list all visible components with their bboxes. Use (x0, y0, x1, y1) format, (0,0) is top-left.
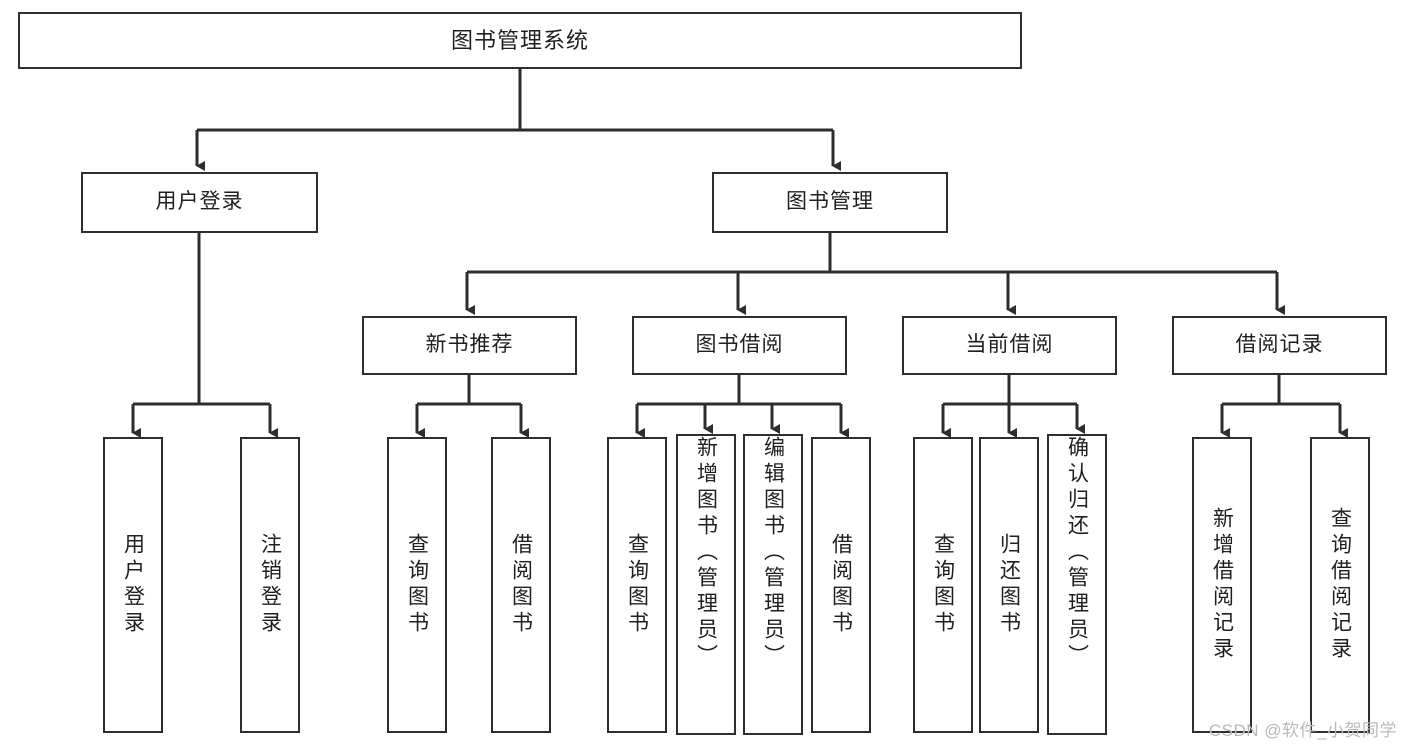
node-leaf-borrow-book-2[interactable]: 借阅图书 (811, 437, 871, 733)
node-user-login[interactable]: 用户登录 (81, 172, 318, 233)
node-leaf-borrow-book-1[interactable]: 借阅图书 (491, 437, 551, 733)
node-borrow-record-label: 借阅记录 (1235, 333, 1324, 357)
node-leaf-query-book-1[interactable]: 查询图书 (387, 437, 447, 733)
node-leaf-borrow-book-1-label: 借阅图书 (509, 533, 533, 637)
node-user-login-label: 用户登录 (155, 190, 244, 214)
node-leaf-add-record[interactable]: 新增借阅记录 (1192, 437, 1252, 733)
node-leaf-logout-label: 注销登录 (258, 533, 282, 637)
node-book-manage[interactable]: 图书管理 (712, 172, 948, 233)
node-leaf-query-record-label: 查询借阅记录 (1328, 507, 1352, 663)
node-leaf-add-record-label: 新增借阅记录 (1210, 507, 1234, 663)
node-leaf-return-book[interactable]: 归还图书 (979, 437, 1039, 733)
node-leaf-logout[interactable]: 注销登录 (240, 437, 300, 733)
node-leaf-edit-book[interactable]: 编辑图书（管理员） (743, 434, 803, 735)
node-book-manage-label: 图书管理 (786, 190, 874, 214)
node-leaf-add-book-label: 新增图书（管理员） (694, 436, 718, 670)
node-current-borrow-label: 当前借阅 (965, 333, 1054, 357)
watermark-text: CSDN @软件_小贺同学 (1208, 721, 1397, 740)
node-leaf-confirm-return[interactable]: 确认归还（管理员） (1047, 434, 1107, 735)
node-leaf-borrow-book-2-label: 借阅图书 (829, 533, 853, 637)
node-leaf-query-book-1-label: 查询图书 (405, 533, 429, 637)
node-leaf-user-login[interactable]: 用户登录 (103, 437, 163, 733)
node-current-borrow[interactable]: 当前借阅 (902, 316, 1117, 375)
node-new-book-recommend-label: 新书推荐 (425, 333, 514, 357)
node-leaf-query-book-3[interactable]: 查询图书 (913, 437, 973, 733)
node-leaf-user-login-label: 用户登录 (121, 533, 145, 637)
node-leaf-add-book[interactable]: 新增图书（管理员） (676, 434, 736, 735)
node-leaf-return-book-label: 归还图书 (997, 533, 1021, 637)
node-root-label: 图书管理系统 (450, 27, 589, 53)
node-book-borrow-label: 图书借阅 (695, 333, 784, 357)
node-new-book-recommend[interactable]: 新书推荐 (362, 316, 577, 375)
node-book-borrow[interactable]: 图书借阅 (632, 316, 847, 375)
node-leaf-query-book-2[interactable]: 查询图书 (607, 437, 667, 733)
node-leaf-query-record[interactable]: 查询借阅记录 (1310, 437, 1370, 733)
node-leaf-confirm-return-label: 确认归还（管理员） (1065, 436, 1089, 670)
node-root[interactable]: 图书管理系统 (18, 12, 1022, 69)
node-leaf-query-book-3-label: 查询图书 (931, 533, 955, 637)
node-borrow-record[interactable]: 借阅记录 (1172, 316, 1387, 375)
node-leaf-edit-book-label: 编辑图书（管理员） (761, 436, 785, 670)
node-leaf-query-book-2-label: 查询图书 (625, 533, 649, 637)
